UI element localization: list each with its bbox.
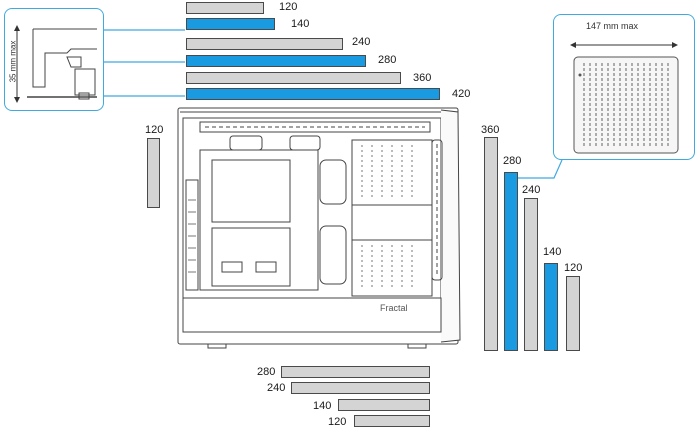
top-clearance-drawing — [14, 25, 97, 103]
bottom-radiator-140 — [338, 399, 430, 411]
top-radiator-360 — [186, 72, 401, 84]
front-radiator-240-label: 240 — [522, 184, 541, 196]
bottom-radiator-280 — [281, 366, 430, 378]
top-radiator-240-label: 240 — [352, 36, 371, 48]
top-radiator-120-label: 120 — [279, 1, 298, 13]
bottom-radiator-140-label: 140 — [313, 400, 332, 412]
front-clearance-drawing — [570, 42, 679, 154]
bottom-radiator-240-label: 240 — [267, 382, 286, 394]
bottom-radiator-280-label: 280 — [257, 366, 276, 378]
bottom-radiator-120 — [354, 415, 430, 427]
case-brand: Fractal — [380, 303, 408, 313]
top-radiator-420-label: 420 — [452, 88, 471, 100]
front-radiator-120-label: 120 — [564, 262, 583, 274]
front-radiator-140-label: 140 — [543, 246, 562, 258]
top-radiator-420 — [186, 88, 440, 100]
front-radiator-240 — [524, 198, 538, 351]
front-radiator-120 — [566, 276, 580, 351]
top-radiator-140-label: 140 — [291, 18, 310, 30]
rear-radiator-120 — [147, 138, 160, 208]
front-radiator-280-label: 280 — [503, 155, 522, 167]
top-radiator-240 — [186, 38, 343, 50]
top-radiator-140 — [186, 18, 275, 30]
front-clearance-label: 147 mm max — [586, 21, 639, 31]
top-radiator-280 — [186, 55, 366, 67]
rear-radiator-120-label: 120 — [145, 124, 164, 136]
top-radiator-120 — [186, 2, 264, 14]
front-radiator-360 — [484, 137, 498, 351]
top-radiator-280-label: 280 — [378, 54, 397, 66]
top-clearance-callout: 35 mm max — [4, 8, 104, 111]
top-radiator-360-label: 360 — [413, 72, 432, 84]
front-radiator-140 — [544, 263, 558, 351]
bottom-radiator-240 — [291, 382, 430, 394]
front-clearance-callout: 147 mm max — [553, 14, 695, 160]
bottom-radiator-120-label: 120 — [328, 416, 347, 428]
front-radiator-280 — [504, 172, 518, 351]
front-radiator-360-label: 360 — [481, 124, 500, 136]
